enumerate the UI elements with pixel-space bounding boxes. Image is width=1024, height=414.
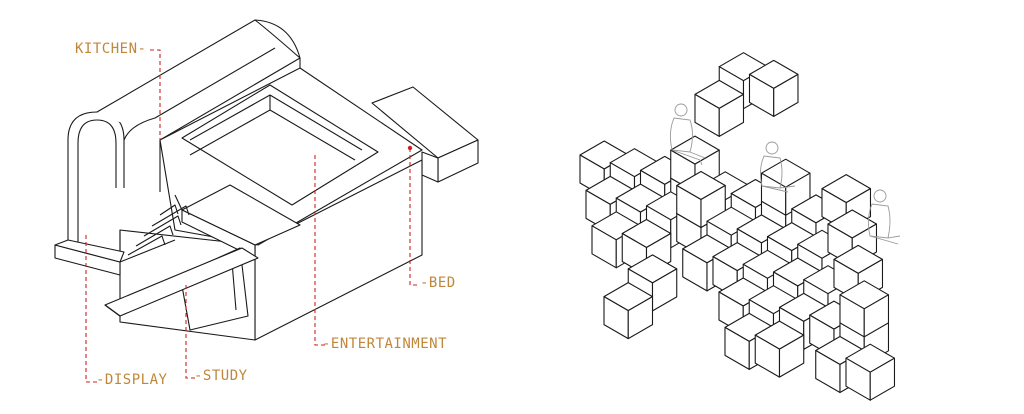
cube-block [694, 79, 745, 137]
person-1 [669, 103, 706, 166]
study-nook [104, 247, 259, 331]
entertainment-leader [314, 155, 325, 346]
label-bed: -BED [420, 275, 456, 291]
bed-platform [371, 86, 479, 183]
label-display: -DISPLAY [96, 372, 168, 388]
person-2 [759, 141, 796, 193]
bed-leader-dot [407, 145, 413, 151]
bed-leader [409, 148, 420, 286]
kitchen-vault [67, 19, 301, 262]
cube-landscape [579, 52, 896, 401]
display-leader [85, 235, 98, 383]
person-3 [867, 189, 901, 245]
cube-block [603, 282, 654, 340]
cube-block [839, 280, 890, 338]
label-entertainment: -ENTERTAINMENT [322, 336, 448, 352]
study-leader [185, 285, 196, 379]
label-study: -STUDY [194, 368, 248, 384]
top-deck [159, 67, 423, 259]
cube-block [845, 343, 896, 401]
leader-lines [85, 49, 420, 383]
kitchen-leader [150, 49, 161, 140]
modular-unit-axonometric [54, 19, 479, 341]
stairs [119, 204, 190, 263]
cube-block [754, 320, 805, 378]
label-kitchen: KITCHEN- [75, 41, 147, 57]
cube-block [748, 59, 799, 117]
seated-figures [669, 103, 901, 245]
